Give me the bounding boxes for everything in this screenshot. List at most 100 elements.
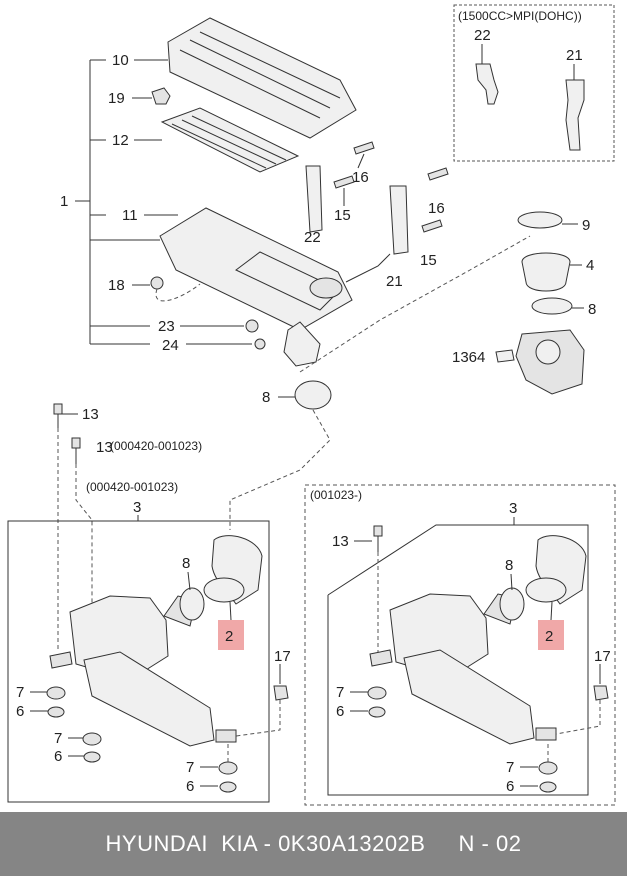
bolt-17-right [593,685,609,701]
mount-tab-left-b [215,729,237,743]
grommet-7-left-3 [218,761,238,775]
collar-6-left-2 [83,751,101,763]
outlet-port [309,277,343,299]
label-16b: 16 [428,200,445,217]
air-cleaner-body [159,207,353,331]
bushing-24 [254,338,266,350]
label-9: 9 [582,217,590,234]
label-17-left: 17 [274,648,291,665]
label-7-right-2: 7 [506,759,514,776]
label-17-right: 17 [594,648,611,665]
air-cleaner-cover [167,17,357,139]
label-19: 19 [108,90,125,107]
bolt-13-right [373,525,383,537]
bracket-21-mpi [565,79,585,151]
label-23: 23 [158,318,175,335]
label-3-right: 3 [509,500,517,517]
variant-label-right: (001023-) [310,488,362,502]
collar-6-left-3 [219,781,237,793]
label-4: 4 [586,257,594,274]
label-7-left-3: 7 [186,759,194,776]
label-8-right: 8 [505,557,513,574]
label-22-variant: 22 [474,27,491,44]
throttle-bore [535,339,561,365]
label-6-left-3: 6 [186,778,194,795]
mount-tab-right-b [535,727,557,741]
label-2-right: 2 [545,628,553,645]
outlet-nipple [283,321,321,367]
variant-box-mpi [453,4,615,162]
collar-6-left-1 [47,706,65,718]
label-24: 24 [162,337,179,354]
footer-bar: HYUNDAI KIA - 0K30A13202B N - 02 [0,812,627,876]
label-18: 18 [108,277,125,294]
variant-label-left: (000420-001023) [86,480,178,494]
collar-6-right-1 [368,706,386,718]
label-13a: 13 [82,406,99,423]
bolt-15b [421,219,443,233]
grommet-18 [150,276,164,290]
highlight-part-2-left [218,620,244,650]
mount-tab-left [49,651,73,669]
air-filter-element [160,107,300,173]
label-13-right: 13 [332,533,349,550]
label-21: 21 [386,273,403,290]
variant-box-right [304,484,616,806]
bolt-16b [427,167,449,181]
bracket-21 [389,185,409,255]
variant-label-mpi: (1500CC>MPI(DOHC)) [458,9,582,23]
label-6-left-1: 6 [16,703,24,720]
clip-19 [151,87,171,105]
grommet-7-right-2 [538,761,558,775]
air-hose-2-left-end [203,577,245,603]
mount-tab-right [369,649,393,667]
label-21-variant: 21 [566,47,583,64]
bolt-16a [353,141,375,155]
label-6-right-2: 6 [506,778,514,795]
label-6-left-2: 6 [54,748,62,765]
variant-label-bolt: (000420-001023) [110,439,202,453]
air-hose-2-right-end [525,577,567,603]
grommet-7-left-2 [82,732,102,746]
intake-duct-left [83,651,215,747]
bolt-13b [71,437,81,449]
hose-4 [521,252,571,292]
grommet-7-right-1 [367,686,387,700]
label-8a: 8 [588,301,596,318]
label-8b: 8 [262,389,270,406]
label-7-left-2: 7 [54,730,62,747]
bolt-13a [53,403,63,415]
label-6-right-1: 6 [336,703,344,720]
clamp-8a [531,297,573,315]
grommet-23 [245,319,259,333]
gasket-1364 [495,349,515,363]
clamp-8-right [499,587,525,621]
intake-duct-right [403,649,535,745]
label-3-left: 3 [133,499,141,516]
label-11: 11 [122,207,138,224]
label-16a: 16 [352,169,369,186]
label-7-right-1: 7 [336,684,344,701]
label-12: 12 [112,132,129,149]
clamp-8-left [179,587,205,621]
label-8-left: 8 [182,555,190,572]
bolt-17-left [273,685,289,701]
label-15a: 15 [334,207,351,224]
label-7-left-1: 7 [16,684,24,701]
label-2-left: 2 [225,628,233,645]
clamp-9 [517,211,563,229]
label-10: 10 [112,52,129,69]
clamp-8b [294,380,332,410]
label-1364: 1364 [452,349,485,366]
bracket-22-mpi [475,63,499,105]
label-15b: 15 [420,252,437,269]
bolt-15a [333,175,355,189]
label-13b: 13 [96,439,113,456]
parts-diagram: (1500CC>MPI(DOHC)) 22 21 1 10 19 12 11 1… [7,4,616,806]
label-1: 1 [60,193,68,210]
footer-part-number: HYUNDAI KIA - 0K30A13202B N - 02 [105,831,522,856]
grommet-7-left-1 [46,686,66,700]
highlight-part-2-right [538,620,564,650]
label-22: 22 [304,229,321,246]
collar-6-right-2 [539,781,557,793]
